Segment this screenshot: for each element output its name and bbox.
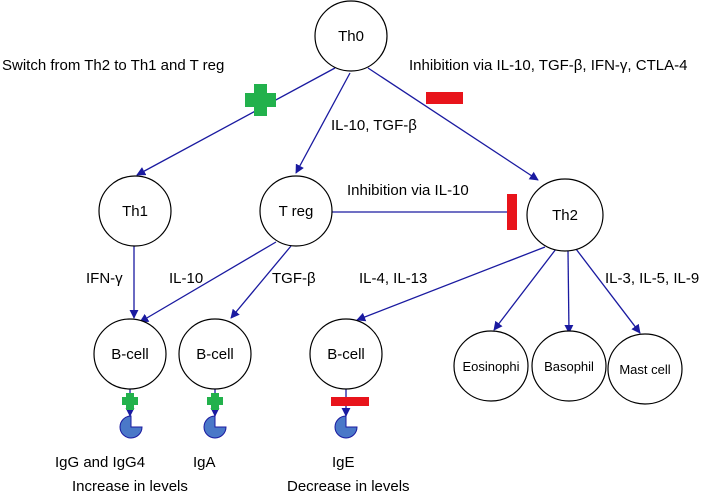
label-ifng: IFN-γ [86, 270, 123, 287]
svg-text:Th1: Th1 [122, 203, 148, 220]
promote-plus-icon [122, 393, 138, 410]
edge-th0-th2 [367, 67, 539, 181]
antibody-ige-icon [334, 415, 358, 439]
edge-th0-th1 [136, 67, 336, 176]
node-th2: Th2 [526, 178, 604, 252]
svg-text:Mast cell: Mast cell [619, 362, 670, 377]
promote-plus-icon [207, 393, 223, 410]
svg-text:B-cell: B-cell [327, 346, 365, 363]
label-il4-il13: IL-4, IL-13 [359, 270, 427, 287]
label-il10-tgfb: IL-10, TGF-β [331, 117, 417, 134]
edge-treg-bcell1 [139, 241, 277, 323]
edge-th0-treg [295, 72, 351, 174]
node-mastcell: Mast cell [607, 333, 683, 405]
promote-plus-icon [245, 84, 276, 116]
node-basophil: Basophil [531, 330, 607, 402]
node-eosinophil: Eosinophi [453, 330, 529, 402]
label-decrease: Decrease in levels [287, 478, 410, 494]
label-il3-il5-il9: IL-3, IL-5, IL-9 [605, 270, 699, 287]
inhibit-bar-icon [331, 397, 369, 406]
label-switch: Switch from Th2 to Th1 and T reg [2, 57, 224, 74]
svg-text:Eosinophi: Eosinophi [462, 359, 519, 374]
node-th0: Th0 [314, 0, 388, 72]
label-ige: IgE [332, 454, 355, 471]
node-th1: Th1 [98, 175, 172, 247]
label-inhibition-top: Inhibition via IL-10, TGF-β, IFN-γ, CTLA… [409, 57, 687, 74]
label-il10: IL-10 [169, 270, 203, 287]
inhibit-bar-icon [507, 194, 517, 230]
node-bcell-3: B-cell [309, 318, 383, 390]
label-igg: IgG and IgG4 [55, 454, 145, 471]
svg-text:B-cell: B-cell [111, 346, 149, 363]
edge-th2-mastcell [575, 248, 641, 334]
label-increase: Increase in levels [72, 478, 188, 494]
svg-text:Th2: Th2 [552, 207, 578, 224]
antibody-iga-icon [203, 415, 227, 439]
edge-th2-basophil [564, 250, 574, 334]
svg-text:B-cell: B-cell [196, 346, 234, 363]
node-bcell-2: B-cell [178, 318, 252, 390]
edge-th2-bcell3 [356, 246, 546, 322]
label-iga: IgA [193, 454, 216, 471]
svg-text:T reg: T reg [279, 203, 314, 220]
node-treg: T reg [259, 175, 333, 247]
svg-text:Th0: Th0 [338, 28, 364, 45]
edge-th2-eosinophil [493, 248, 557, 331]
label-inhibition-il10: Inhibition via IL-10 [347, 182, 469, 199]
label-tgfb: TGF-β [272, 270, 316, 287]
svg-text:Basophil: Basophil [544, 359, 594, 374]
edge-treg-bcell2 [230, 245, 292, 319]
antibody-igg-icon [119, 415, 143, 439]
inhibit-bar-icon [426, 92, 463, 104]
node-bcell-1: B-cell [93, 318, 167, 390]
